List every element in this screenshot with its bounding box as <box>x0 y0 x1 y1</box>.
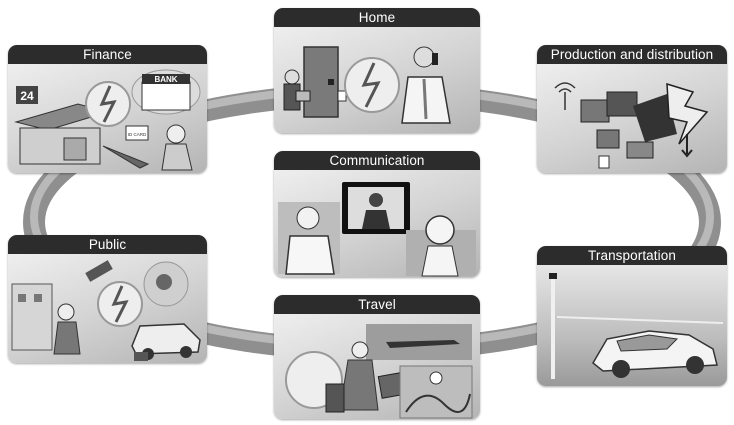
communication-illustration <box>274 170 480 277</box>
card-title-transportation: Transportation <box>537 246 727 265</box>
finance-illustration: 24 BANK ID CARD <box>8 64 207 173</box>
card-title-production: Production and distribution <box>537 45 727 64</box>
card-title-finance: Finance <box>8 45 207 64</box>
svg-text:24: 24 <box>20 89 34 103</box>
arrow-icon <box>102 145 150 169</box>
card-title-home: Home <box>274 8 480 27</box>
suitcase-icon <box>325 383 345 413</box>
card-production: Production and distribution <box>537 45 727 173</box>
card-travel: Travel <box>274 295 480 419</box>
card-public: Public <box>8 235 207 363</box>
satellite-icon <box>85 260 113 282</box>
id-card-icon <box>125 125 149 141</box>
transportation-illustration <box>537 265 727 386</box>
production-illustration <box>537 64 727 173</box>
card-communication: Communication <box>274 151 480 277</box>
card-title-communication: Communication <box>274 151 480 170</box>
antenna-icon <box>554 82 576 110</box>
traveler-icon <box>351 341 369 359</box>
card-finance: Finance 24 BANK ID CARD <box>8 45 207 173</box>
airplane-icon <box>386 340 460 348</box>
atm-icon <box>63 137 87 161</box>
card-title-public: Public <box>8 235 207 254</box>
bank-icon <box>141 81 191 111</box>
card-title-travel: Travel <box>274 295 480 314</box>
phone-icon <box>134 352 148 361</box>
travel-illustration <box>274 314 480 419</box>
svg-text:BANK: BANK <box>154 75 177 84</box>
people-icon <box>57 303 75 321</box>
sign-24-icon <box>16 86 38 104</box>
public-illustration <box>8 254 207 363</box>
lightning-icon <box>666 82 709 145</box>
card-transportation: Transportation <box>537 246 727 386</box>
building-icon <box>11 283 53 351</box>
home-illustration <box>274 27 480 133</box>
courier-head-icon <box>284 69 300 85</box>
card-home: Home <box>274 8 480 133</box>
man-on-phone-icon <box>413 46 435 68</box>
woman-icon <box>166 124 186 144</box>
monitor-icon <box>580 99 610 123</box>
svg-text:ID CARD: ID CARD <box>128 132 147 137</box>
